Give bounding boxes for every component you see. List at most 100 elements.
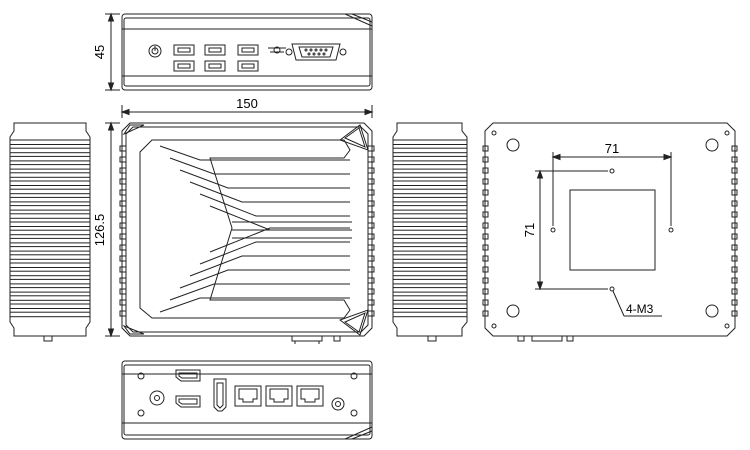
fin bbox=[367, 167, 375, 174]
fin bbox=[9, 205, 91, 211]
fin bbox=[9, 172, 91, 178]
power-button-icon bbox=[148, 44, 162, 58]
fin bbox=[392, 295, 468, 301]
fin bbox=[9, 221, 91, 227]
fin bbox=[119, 178, 127, 185]
fin bbox=[392, 254, 468, 260]
notch bbox=[482, 200, 489, 207]
fin bbox=[392, 262, 468, 268]
groove bbox=[189, 255, 350, 277]
notch bbox=[731, 200, 738, 207]
fin bbox=[367, 255, 375, 262]
rear-view bbox=[121, 360, 373, 440]
fin bbox=[367, 288, 375, 295]
fin bbox=[9, 287, 91, 293]
fin bbox=[392, 213, 468, 219]
notch bbox=[482, 189, 489, 196]
fin bbox=[119, 288, 127, 295]
notch bbox=[731, 255, 738, 262]
top-view: 45 bbox=[92, 12, 373, 92]
fin bbox=[367, 222, 375, 229]
fin bbox=[392, 311, 468, 318]
fin bbox=[392, 139, 468, 145]
fin bbox=[367, 189, 375, 196]
fin bbox=[9, 246, 91, 252]
front-view bbox=[119, 122, 375, 344]
fin bbox=[392, 246, 468, 252]
fin bbox=[392, 229, 468, 236]
width-dimension-label: 150 bbox=[236, 96, 258, 111]
fin bbox=[392, 303, 468, 309]
left-side-view bbox=[9, 122, 91, 342]
dc-power-jack-icon bbox=[149, 390, 165, 406]
fin bbox=[392, 196, 468, 203]
notch bbox=[482, 266, 489, 273]
fin bbox=[9, 213, 91, 219]
notch bbox=[731, 288, 738, 295]
fin bbox=[9, 303, 91, 309]
screw-hole-icon bbox=[491, 130, 730, 329]
fin bbox=[9, 139, 91, 145]
notch bbox=[482, 167, 489, 174]
fin bbox=[392, 155, 468, 162]
fin bbox=[9, 196, 91, 203]
notch bbox=[731, 189, 738, 196]
fin bbox=[9, 270, 91, 277]
right-edge-fins bbox=[367, 145, 375, 317]
side-fins bbox=[9, 139, 91, 318]
mount-horizontal-label: 71 bbox=[605, 141, 619, 156]
fin bbox=[367, 277, 375, 284]
screw-hole-icon bbox=[137, 372, 358, 417]
fin bbox=[119, 299, 127, 306]
notch bbox=[731, 277, 738, 284]
fin bbox=[367, 178, 375, 185]
ethernet-port-icon bbox=[234, 385, 324, 407]
fin bbox=[119, 266, 127, 273]
fin bbox=[119, 167, 127, 174]
fin bbox=[119, 189, 127, 196]
label-plate bbox=[569, 189, 656, 271]
notch bbox=[731, 222, 738, 229]
fin bbox=[119, 145, 127, 152]
notch bbox=[731, 310, 738, 317]
fin bbox=[9, 295, 91, 301]
fin bbox=[367, 156, 375, 163]
groove bbox=[189, 181, 350, 203]
depth-dimension-line bbox=[105, 121, 120, 338]
notch bbox=[482, 310, 489, 317]
height-dimension-line bbox=[105, 12, 120, 92]
notch bbox=[482, 244, 489, 251]
fin bbox=[367, 200, 375, 207]
hdmi-port-icon bbox=[213, 378, 227, 412]
fin bbox=[9, 262, 91, 268]
edge-notches bbox=[482, 145, 738, 317]
groove bbox=[179, 169, 350, 189]
notch bbox=[482, 211, 489, 218]
notch bbox=[482, 299, 489, 306]
fin bbox=[9, 164, 91, 170]
fin bbox=[392, 164, 468, 170]
fin bbox=[119, 156, 127, 163]
serial-port-icon bbox=[285, 43, 347, 61]
notch bbox=[731, 233, 738, 240]
groove bbox=[209, 227, 350, 253]
fin bbox=[9, 180, 91, 186]
fin bbox=[9, 229, 91, 236]
groove bbox=[169, 157, 350, 175]
fin bbox=[9, 278, 91, 285]
fin bbox=[392, 180, 468, 186]
fin bbox=[392, 147, 468, 154]
displayport-icon bbox=[175, 369, 201, 408]
bottom-view bbox=[482, 122, 738, 342]
fin bbox=[392, 172, 468, 178]
right-side-view bbox=[392, 122, 468, 342]
fin bbox=[119, 310, 127, 317]
fin bbox=[392, 270, 468, 277]
notch bbox=[482, 288, 489, 295]
notch bbox=[482, 178, 489, 185]
fin bbox=[367, 299, 375, 306]
left-edge-fins bbox=[119, 145, 127, 317]
fin bbox=[392, 278, 468, 285]
notch bbox=[731, 178, 738, 185]
